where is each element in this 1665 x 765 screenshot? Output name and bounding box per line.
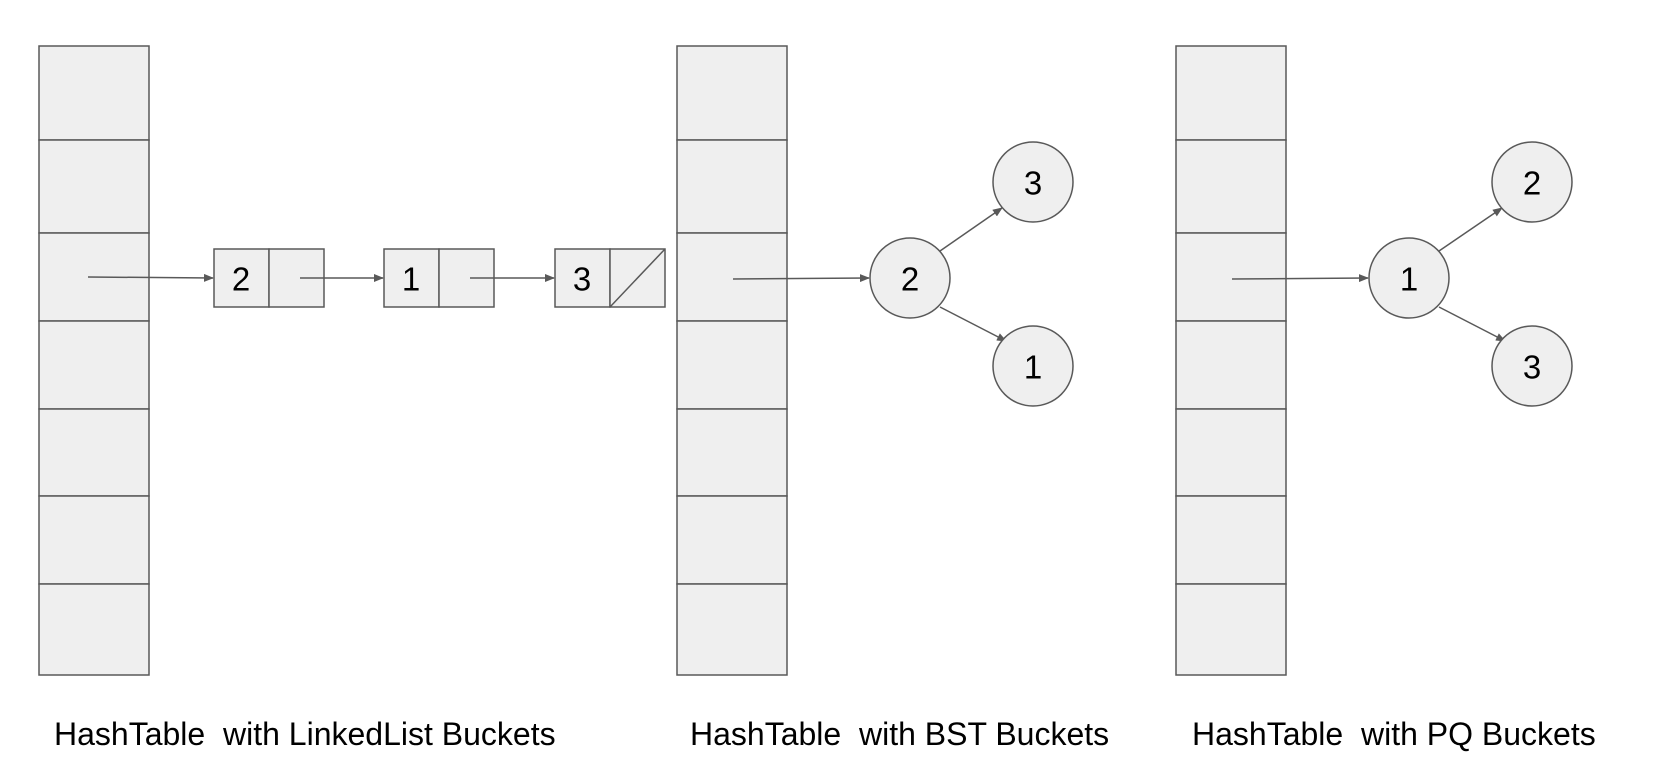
bucket-slot (1175, 583, 1287, 676)
tree-edge-arrow (1438, 207, 1503, 252)
bucket-slot (1175, 320, 1287, 410)
bucket-slot (676, 320, 788, 410)
tree-node-upper: 2 (1491, 141, 1573, 223)
node-value: 1 (402, 261, 420, 298)
bucket-slot (676, 45, 788, 141)
list-node: 3 (554, 248, 666, 308)
bucket-slot (676, 495, 788, 585)
tree-node-upper: 3 (992, 141, 1074, 223)
tree-node-circle (869, 237, 951, 319)
bucket-slot (38, 320, 150, 410)
node-value-cell (213, 248, 270, 308)
tree-node-circle (992, 141, 1074, 223)
tree-node-root: 2 (869, 237, 951, 319)
node-value-cell (383, 248, 440, 308)
node-next-cell (438, 248, 495, 308)
bucket-pointer-arrow (1231, 274, 1369, 283)
tree-edge-arrow (1438, 306, 1506, 342)
panel-pq: 1 2 3 HashTable with PQ Buckets (1175, 45, 1596, 752)
bucket-slot (676, 139, 788, 234)
hashtable-array (1175, 45, 1287, 676)
bucket-slot (676, 232, 788, 322)
bucket-slot (38, 583, 150, 676)
bucket-slot (676, 583, 788, 676)
tree-node-value: 1 (1024, 349, 1042, 386)
bucket-slot (38, 45, 150, 141)
bucket-slot (1175, 45, 1287, 141)
tree-node-lower: 1 (992, 325, 1074, 407)
panel-caption: HashTable with BST Buckets (690, 716, 1109, 752)
hashtable-array (38, 45, 150, 676)
tree-edge-arrow (939, 306, 1007, 342)
bucket-slot (38, 408, 150, 497)
tree-node-circle (992, 325, 1074, 407)
bucket-slot (1175, 408, 1287, 497)
bucket-pointer-arrow (87, 273, 214, 282)
panel-linkedlist: 2 1 3 HashTable with LinkedList Buckets (38, 45, 666, 752)
tree-node-circle (1368, 237, 1450, 319)
node-value: 3 (573, 261, 591, 298)
tree-node-lower: 3 (1491, 325, 1573, 407)
bucket-slot (676, 408, 788, 497)
bucket-slot (1175, 232, 1287, 322)
tree-edge-arrow (939, 207, 1003, 252)
tree-node-value: 3 (1024, 165, 1042, 202)
bucket-slot (1175, 495, 1287, 585)
tree-node-root: 1 (1368, 237, 1450, 319)
bucket-pointer-arrow (732, 274, 870, 283)
null-slash (609, 248, 666, 308)
tree-node-value: 3 (1523, 349, 1541, 386)
tree-node-value: 2 (901, 261, 919, 298)
tree-node-circle (1491, 141, 1573, 223)
node-value: 2 (232, 261, 250, 298)
list-node: 1 (383, 248, 495, 308)
tree-node-value: 2 (1523, 165, 1541, 202)
bucket-slot (38, 139, 150, 234)
hashtable-array (676, 45, 788, 676)
tree-node-circle (1491, 325, 1573, 407)
bucket-slot (1175, 139, 1287, 234)
panel-caption: HashTable with PQ Buckets (1192, 716, 1596, 752)
panel-bst: 2 3 1 HashTable with BST Buckets (676, 45, 1109, 752)
panel-caption: HashTable with LinkedList Buckets (54, 716, 556, 752)
bucket-slot (38, 495, 150, 585)
tree-node-value: 1 (1400, 261, 1418, 298)
